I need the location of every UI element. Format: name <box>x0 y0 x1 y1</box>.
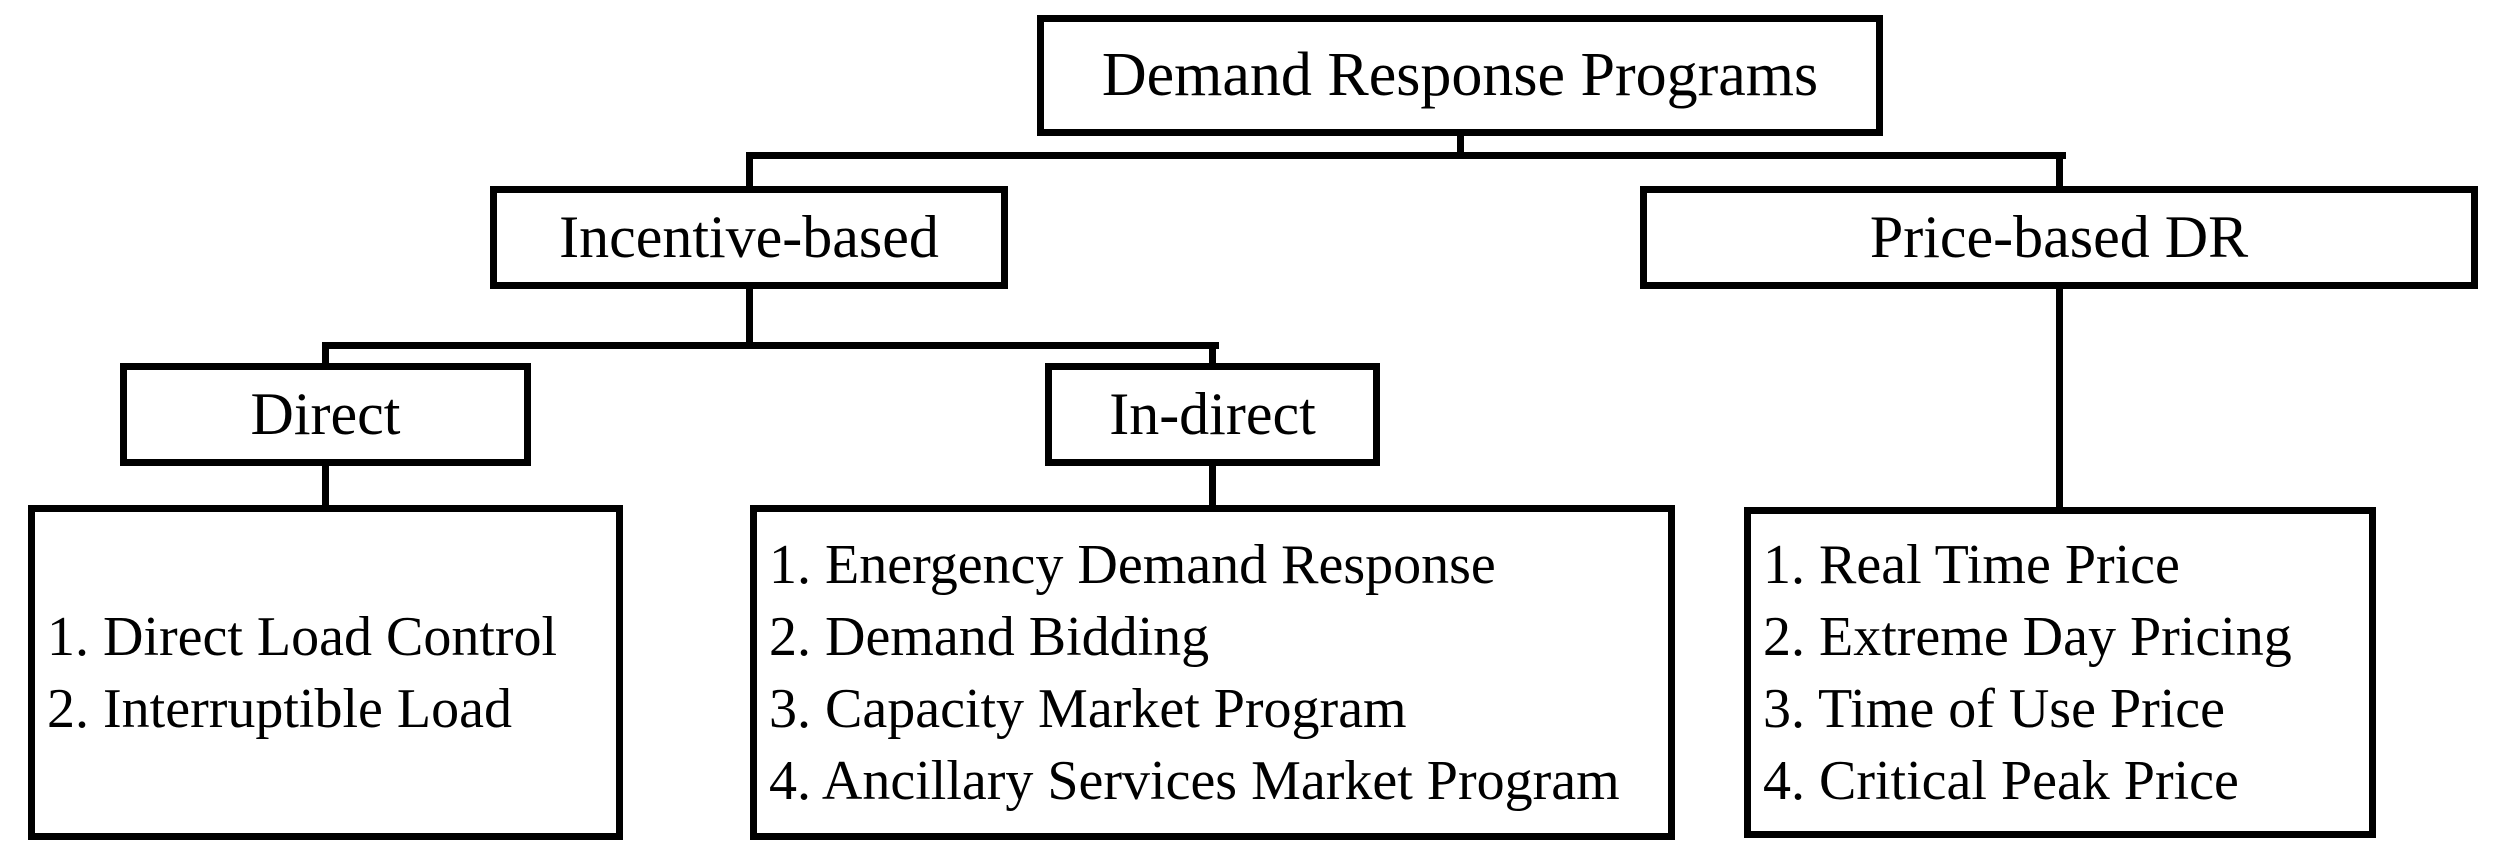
connector-root-drop <box>1457 136 1464 159</box>
indirect-program-item-4: 4. Ancillary Services Market Program <box>769 749 1620 812</box>
indirect-program-item-3: 3. Capacity Market Program <box>769 677 1407 740</box>
connector-level1-horizontal <box>746 152 2066 159</box>
node-direct-label: Direct <box>250 381 401 447</box>
price-program-item-3: 3. Time of Use Price <box>1763 677 2225 740</box>
price-program-item-2: 2. Extreme Day Pricing <box>1763 605 2292 668</box>
price-program-item-4: 4. Critical Peak Price <box>1763 749 2239 812</box>
direct-program-item-2: 2. Interruptible Load <box>47 677 512 740</box>
node-incentive-based-label: Incentive-based <box>559 204 939 270</box>
connector-price-bottom <box>2056 289 2063 514</box>
connector-price-top <box>2056 152 2063 192</box>
connector-direct-top <box>322 342 329 370</box>
node-in-direct-label: In-direct <box>1109 381 1316 447</box>
node-price-based-dr-label: Price-based DR <box>1869 204 2249 270</box>
connector-direct-bottom <box>322 466 329 512</box>
leaf-direct-programs: 1. Direct Load Control 2. Interruptible … <box>28 505 623 840</box>
connector-level2-horizontal <box>322 342 1219 349</box>
node-direct: Direct <box>120 363 531 466</box>
node-incentive-based: Incentive-based <box>490 186 1008 289</box>
connector-indirect-bottom <box>1209 466 1216 512</box>
node-price-based-dr: Price-based DR <box>1640 186 2478 289</box>
connector-incentive-bottom <box>746 289 753 349</box>
price-program-item-1: 1. Real Time Price <box>1763 533 2180 596</box>
node-demand-response-programs-label: Demand Response Programs <box>1101 41 1819 109</box>
node-in-direct: In-direct <box>1045 363 1380 466</box>
node-demand-response-programs: Demand Response Programs <box>1037 15 1883 136</box>
leaf-indirect-programs: 1. Energency Demand Response 2. Demand B… <box>750 505 1675 840</box>
connector-indirect-top <box>1209 342 1216 370</box>
indirect-program-item-1: 1. Energency Demand Response <box>769 533 1496 596</box>
leaf-price-programs: 1. Real Time Price 2. Extreme Day Pricin… <box>1744 507 2376 838</box>
direct-program-item-1: 1. Direct Load Control <box>47 605 558 668</box>
indirect-program-item-2: 2. Demand Bidding <box>769 605 1210 668</box>
connector-incentive-top <box>746 152 753 192</box>
